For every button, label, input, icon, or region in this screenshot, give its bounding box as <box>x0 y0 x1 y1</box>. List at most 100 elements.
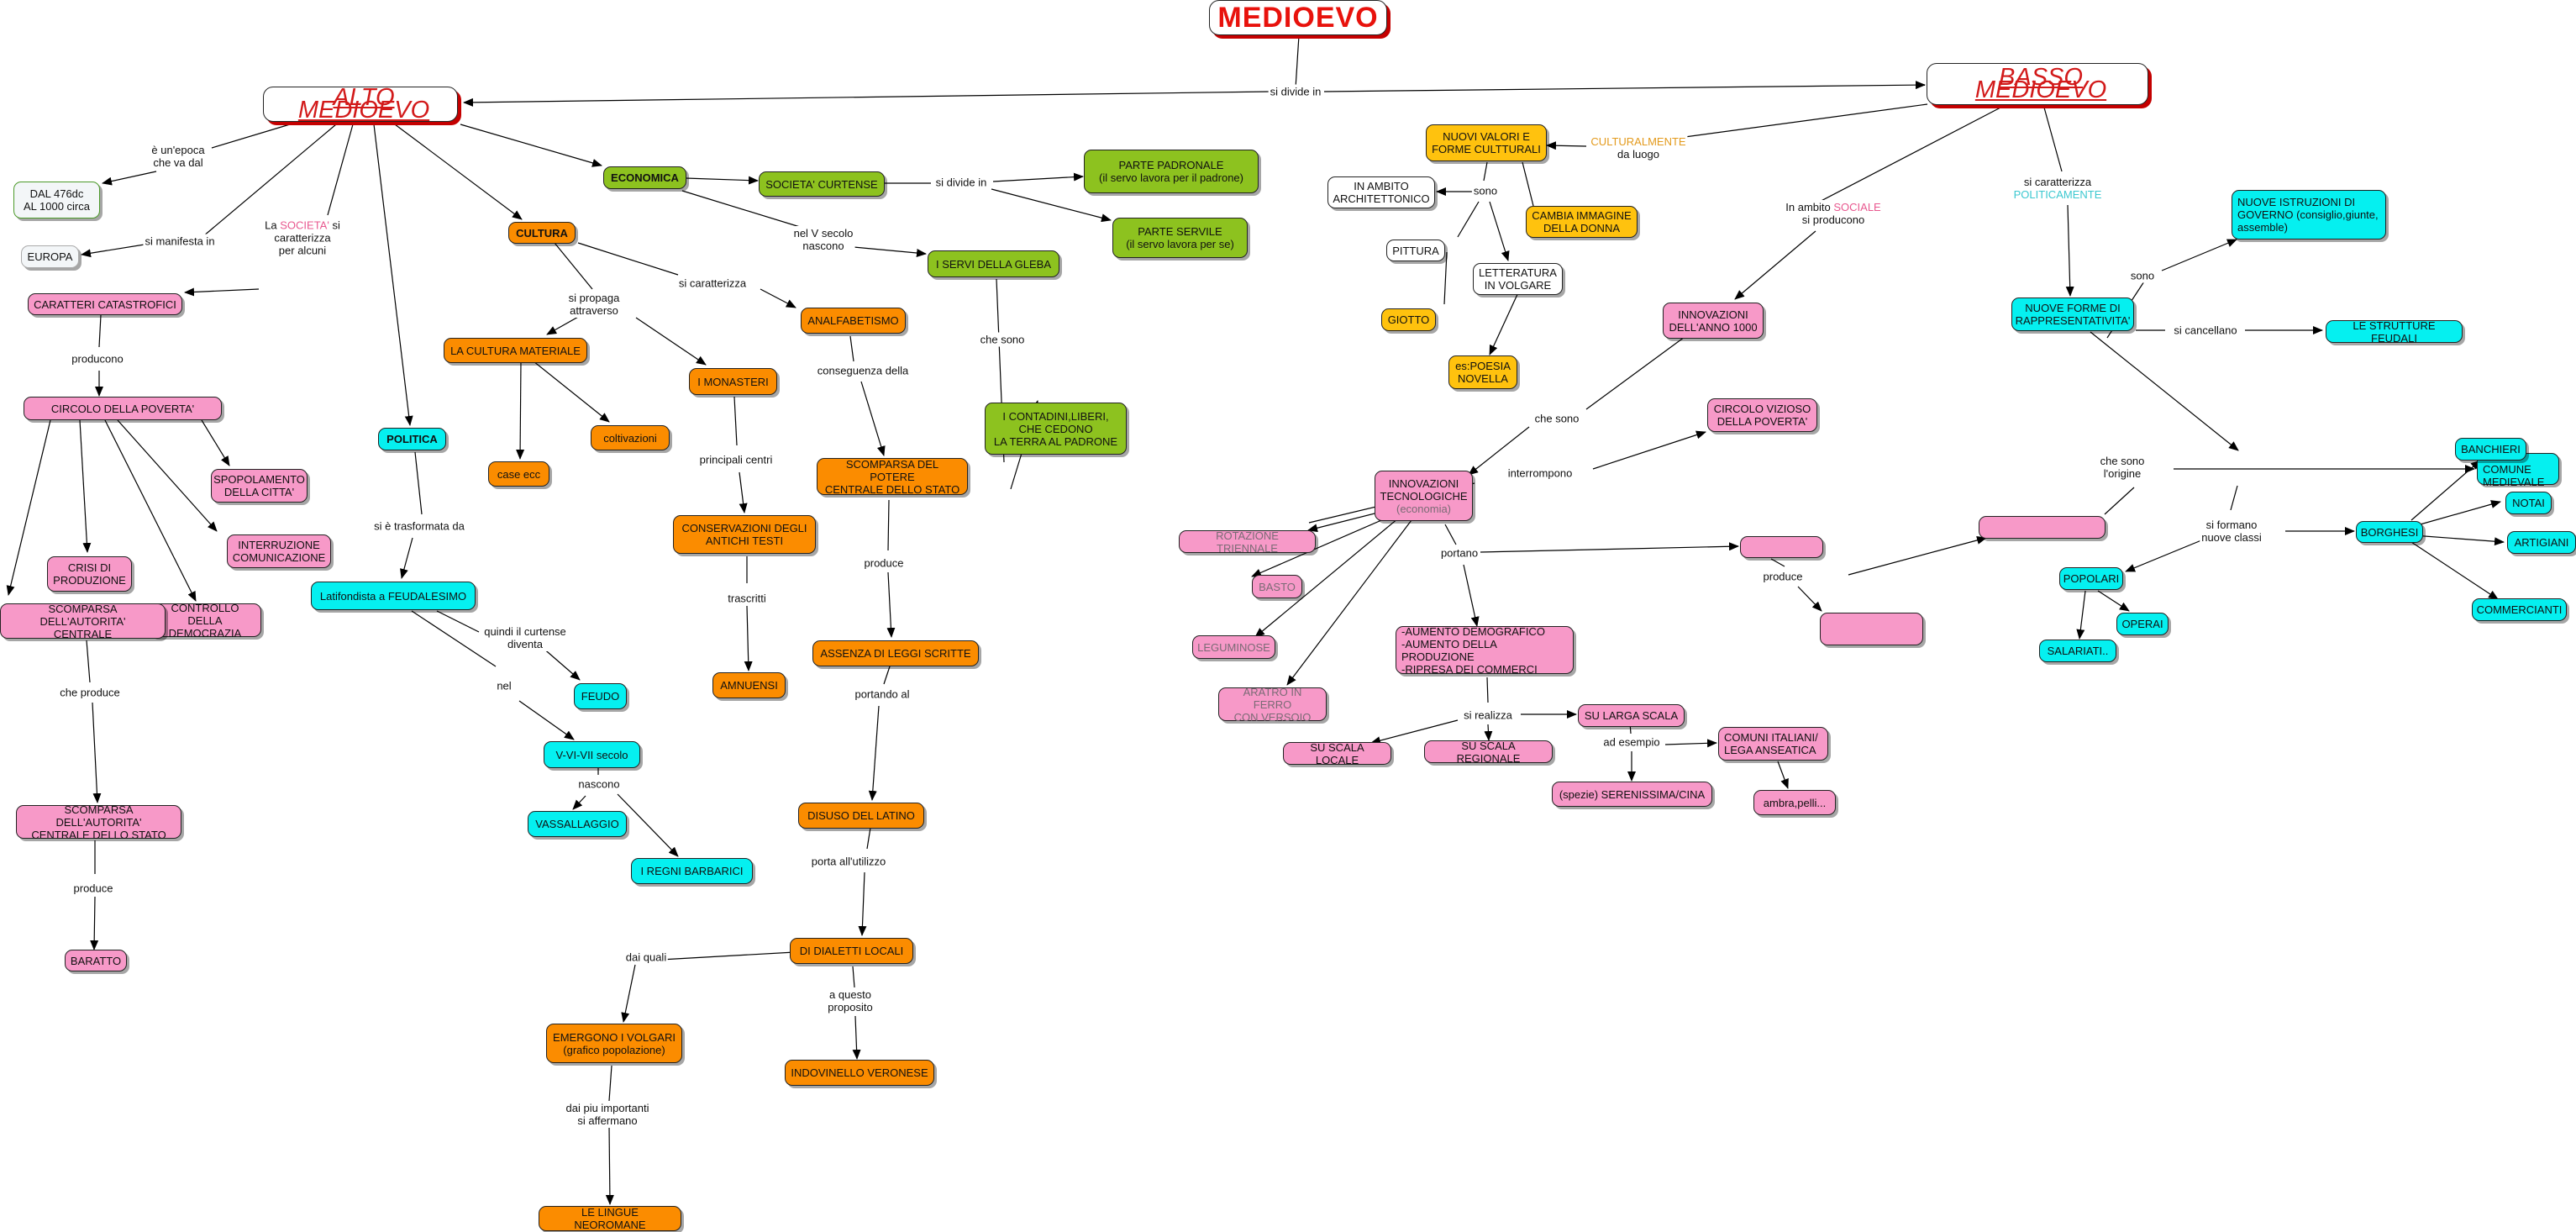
node-conservazioni: CONSERVAZIONI DEGLI ANTICHI TESTI <box>673 515 816 554</box>
node-cultura: CULTURA <box>508 222 576 244</box>
node-monasteri: I MONASTERI <box>689 368 777 395</box>
node-circolo-vizioso: CIRCOLO VIZIOSO DELLA POVERTA' <box>1707 398 1817 432</box>
node-vassallaggio: VASSALLAGGIO <box>528 811 627 837</box>
node-nuove-forme: NUOVE FORME DI RAPPRESENTATIVITA' <box>2011 297 2134 331</box>
node-analfabetismo: ANALFABETISMO <box>801 308 906 334</box>
node-popolari: POPOLARI <box>2059 567 2123 590</box>
node-origine-source <box>1979 516 2105 539</box>
node-case-ecc: case ecc <box>488 461 549 487</box>
label-nel-v-secolo: nel V secolo nascono <box>791 226 855 253</box>
node-servi-gleba: I SERVI DELLA GLEBA <box>928 250 1059 277</box>
label-si-divide-in: si divide in <box>1268 84 1323 99</box>
node-salariati: SALARIATI.. <box>2039 640 2116 662</box>
node-poesia-novella: es:POESIA NOVELLA <box>1448 355 1517 389</box>
label-che-produce: che produce <box>58 685 122 700</box>
basso-medioevo-heading: BASSO MEDIOEVO <box>1927 63 2148 105</box>
label-si-caratterizza-politicamente: si caratterizza POLITICAMENTE <box>2011 175 2104 202</box>
node-giotto: GIOTTO <box>1381 308 1436 331</box>
label-conseguenza-della: conseguenza della <box>815 363 911 378</box>
node-indovinello-veronese: INDOVINELLO VERONESE <box>785 1060 934 1086</box>
node-feudo: FEUDO <box>574 683 627 709</box>
node-innovazioni-tecnologiche: INNOVAZIONI TECNOLOGICHE(economia) <box>1375 471 1473 521</box>
node-letteratura-volgare: LETTERATURA IN VOLGARE <box>1473 263 1563 295</box>
node-caratteri-catastrofici: CARATTERI CATASTROFICI <box>28 293 182 315</box>
label-interrompono: interrompono <box>1506 466 1575 481</box>
node-spopolamento: SPOPOLAMENTO DELLA CITTA' <box>211 469 308 503</box>
node-lingue-neoromane: LE LINGUE NEOROMANE <box>539 1206 681 1231</box>
node-strutture-feudali: LE STRUTTURE FEUDALI <box>2326 319 2463 345</box>
node-scomparsa-autorita-stato: SCOMPARSA DELL'AUTORITA' CENTRALE DELLO … <box>16 803 181 841</box>
label-produce-3: produce <box>1761 569 1805 584</box>
node-controllo-democrazia: CONTROLLO DELLA DEMOCRAZIA <box>149 602 261 640</box>
node-assenza-leggi: ASSENZA DI LEGGI SCRITTE <box>812 640 979 666</box>
label-si-cancellano: si cancellano <box>2172 323 2239 338</box>
node-banchieri: BANCHIERI <box>2455 438 2526 461</box>
label-che-sono-l-origine: che sono l'origine <box>2098 454 2147 481</box>
node-produce-target <box>1820 613 1923 645</box>
node-volgari: EMERGONO I VOLGARI (grafico popolazione) <box>546 1024 682 1063</box>
label-si-divide-in-2: si divide in <box>933 175 989 190</box>
alto-medioevo-heading: ALTO MEDIOEVO <box>263 86 458 123</box>
node-nuove-istruzioni: NUOVE ISTRUZIONI DI GOVERNO (consiglio,g… <box>2232 190 2386 240</box>
node-crisi-produzione: CRISI DI PRODUZIONE <box>47 556 132 592</box>
label-trascritti: trascritti <box>726 591 768 606</box>
label-porta-all-utilizzo: porta all'utilizzo <box>809 854 888 869</box>
label-dai-piu-importanti: dai piu importanti si affermano <box>564 1101 651 1128</box>
label-che-sono-2: che sono <box>1532 411 1581 426</box>
label-la-societa: La SOCIETA' si caratterizza per alcuni <box>263 218 342 258</box>
node-v-vi-vii-secolo: V-VI-VII secolo <box>544 741 640 768</box>
label-principali-centri: principali centri <box>697 452 775 467</box>
node-interruzione: INTERRUZIONE COMUNICAZIONE <box>227 534 331 568</box>
node-scala-regionale: SU SCALA REGIONALE <box>1424 740 1553 765</box>
node-parte-servile: PARTE SERVILE (il servo lavora per se) <box>1112 218 1248 258</box>
node-aumento-demografico: -AUMENTO DEMOGRAFICO -AUMENTO DELLA PROD… <box>1396 625 1574 676</box>
node-ambra-pelli: ambra,pelli... <box>1753 790 1836 815</box>
node-societa-curtense: SOCIETA' CURTENSE <box>759 171 885 197</box>
node-basto: BASTO <box>1252 575 1302 598</box>
node-rotazione-triennale: ROTAZIONE TRIENNALE <box>1179 529 1316 555</box>
label-che-sono: che sono <box>978 332 1027 347</box>
node-aratro-ferro: ARATRO IN FERRO CON VERSOIO <box>1218 686 1327 724</box>
node-regni-barbarici: I REGNI BARBARICI <box>631 858 753 884</box>
node-politica: POLITICA <box>378 428 446 450</box>
label-portando-al: portando al <box>853 687 912 702</box>
label-portano: portano <box>1438 545 1480 561</box>
label-si-propaga: si propaga attraverso <box>566 291 622 318</box>
node-dialetti-locali: DI DIALETTI LOCALI <box>790 938 913 964</box>
label-a-questo-proposito: a questo proposito <box>826 987 875 1014</box>
label-nascono: nascono <box>576 777 622 792</box>
label-in-ambito-sociale: In ambito SOCIALE si producono <box>1784 200 1883 227</box>
node-ambito-architettonico: IN AMBITO ARCHITETTONICO <box>1327 176 1435 208</box>
node-nuovi-valori: NUOVI VALORI E FORME CULTTURALI <box>1426 124 1547 161</box>
node-circolo-poverta: CIRCOLO DELLA POVERTA' <box>24 397 222 420</box>
node-dal-476: DAL 476dc AL 1000 circa <box>13 182 100 218</box>
node-artigiani: ARTIGIANI <box>2507 531 2576 554</box>
label-dai-quali: dai quali <box>623 950 669 965</box>
node-baratto: BARATTO <box>65 950 127 971</box>
label-e-un-epoca: è un'epoca che va dal <box>150 143 207 170</box>
node-pittura: PITTURA <box>1386 240 1445 261</box>
label-si-caratterizza: si caratterizza <box>676 276 749 291</box>
node-latifondista: Latifondista a FEUDALESIMO <box>311 582 476 610</box>
label-ad-esempio: ad esempio <box>1601 734 1662 750</box>
label-nel: nel <box>495 678 513 693</box>
node-scomparsa-potere: SCOMPARSA DEL POTERE CENTRALE DELLO STAT… <box>817 458 968 496</box>
node-europa: EUROPA <box>21 245 79 268</box>
label-produce: produce <box>71 881 115 896</box>
label-produce-2: produce <box>862 555 906 571</box>
node-serenissima-cina: (spezie) SERENISSIMA/CINA <box>1552 782 1712 807</box>
node-parte-padronale: PARTE PADRONALE (il servo lavora per il … <box>1084 150 1259 193</box>
node-contadini: I CONTADINI,LIBERI, CHE CEDONO LA TERRA … <box>985 403 1127 455</box>
node-cambia-immagine-donna: CAMBIA IMMAGINE DELLA DONNA <box>1526 206 1638 238</box>
node-cultura-materiale: LA CULTURA MATERIALE <box>444 338 587 363</box>
node-comuni-italiani: COMUNI ITALIANI/ LEGA ANSEATICA <box>1718 727 1828 761</box>
node-commercianti: COMMERCIANTI <box>2472 598 2567 621</box>
node-coltivazioni: coltivazioni <box>591 425 670 450</box>
label-quindi-il-curtense: quindi il curtense diventa <box>482 624 568 651</box>
label-sono: sono <box>1471 183 1500 198</box>
node-scomparsa-autorita: SCOMPARSA DELL'AUTORITA' CENTRALE <box>0 603 166 640</box>
label-si-manifesta-in: si manifesta in <box>143 234 217 249</box>
node-borghesi: BORGHESI <box>2356 521 2423 543</box>
